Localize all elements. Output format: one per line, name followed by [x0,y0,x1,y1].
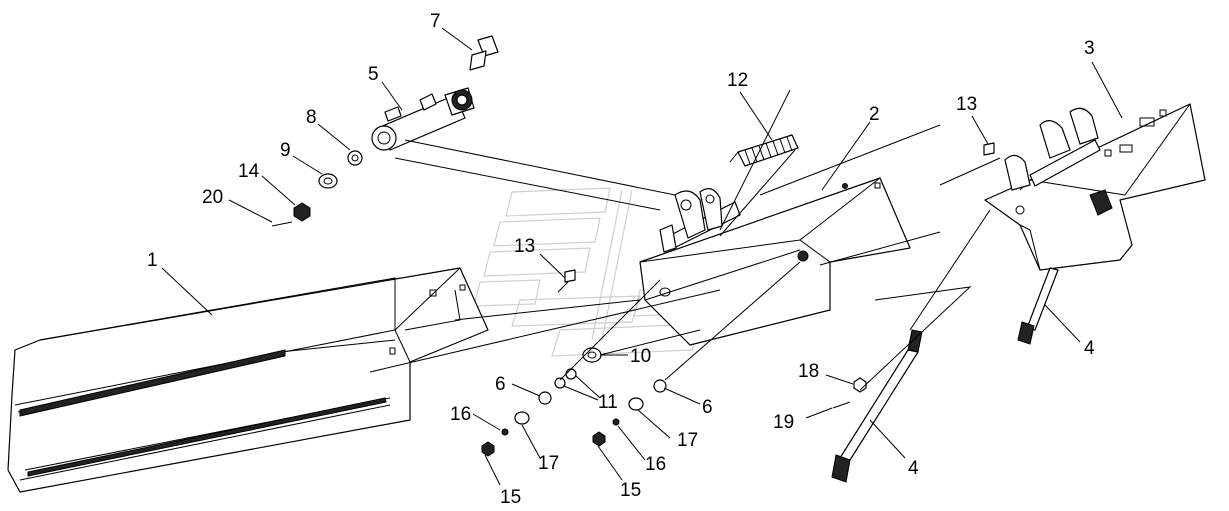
part-1-cover [7,267,489,493]
part-5-cylinder [371,87,475,151]
part-12-spring [729,134,799,167]
callout-numbers: 1 2 3 4 4 5 6 6 7 8 9 10 11 12 13 13 14 … [147,11,1095,508]
callout-7: 7 [430,11,441,32]
callout-16-left: 16 [450,404,471,425]
callout-15-left: 15 [500,487,521,508]
part-4-strut-right [1017,267,1059,345]
callout-13-right: 13 [956,94,977,115]
callout-14: 14 [238,161,260,182]
callout-9: 9 [280,140,291,161]
callout-2: 2 [869,104,880,125]
callout-6-left: 6 [495,374,506,395]
callout-18: 18 [798,361,819,382]
callout-leaders [161,27,1123,486]
callout-4-right: 4 [1084,338,1095,359]
callout-11: 11 [598,392,618,413]
callout-16-right: 16 [645,454,666,475]
part-7-fitting [469,35,499,71]
callout-4-lower: 4 [908,458,919,479]
callout-15-right: 15 [620,480,641,501]
callout-6-right: 6 [702,397,713,418]
callout-10: 10 [630,346,651,367]
callout-12: 12 [727,70,748,91]
part-2-bracket [639,177,911,346]
callout-17-left: 17 [538,453,559,474]
callout-20: 20 [202,187,223,208]
callout-19: 19 [773,412,794,433]
callout-5: 5 [368,64,379,85]
callout-17-right: 17 [677,430,698,451]
callout-1: 1 [147,250,158,271]
callout-3: 3 [1084,38,1095,59]
callout-8: 8 [306,107,317,128]
callout-13-left: 13 [514,236,535,257]
assembly-lines [369,89,1001,391]
part-3-cover [984,103,1206,271]
